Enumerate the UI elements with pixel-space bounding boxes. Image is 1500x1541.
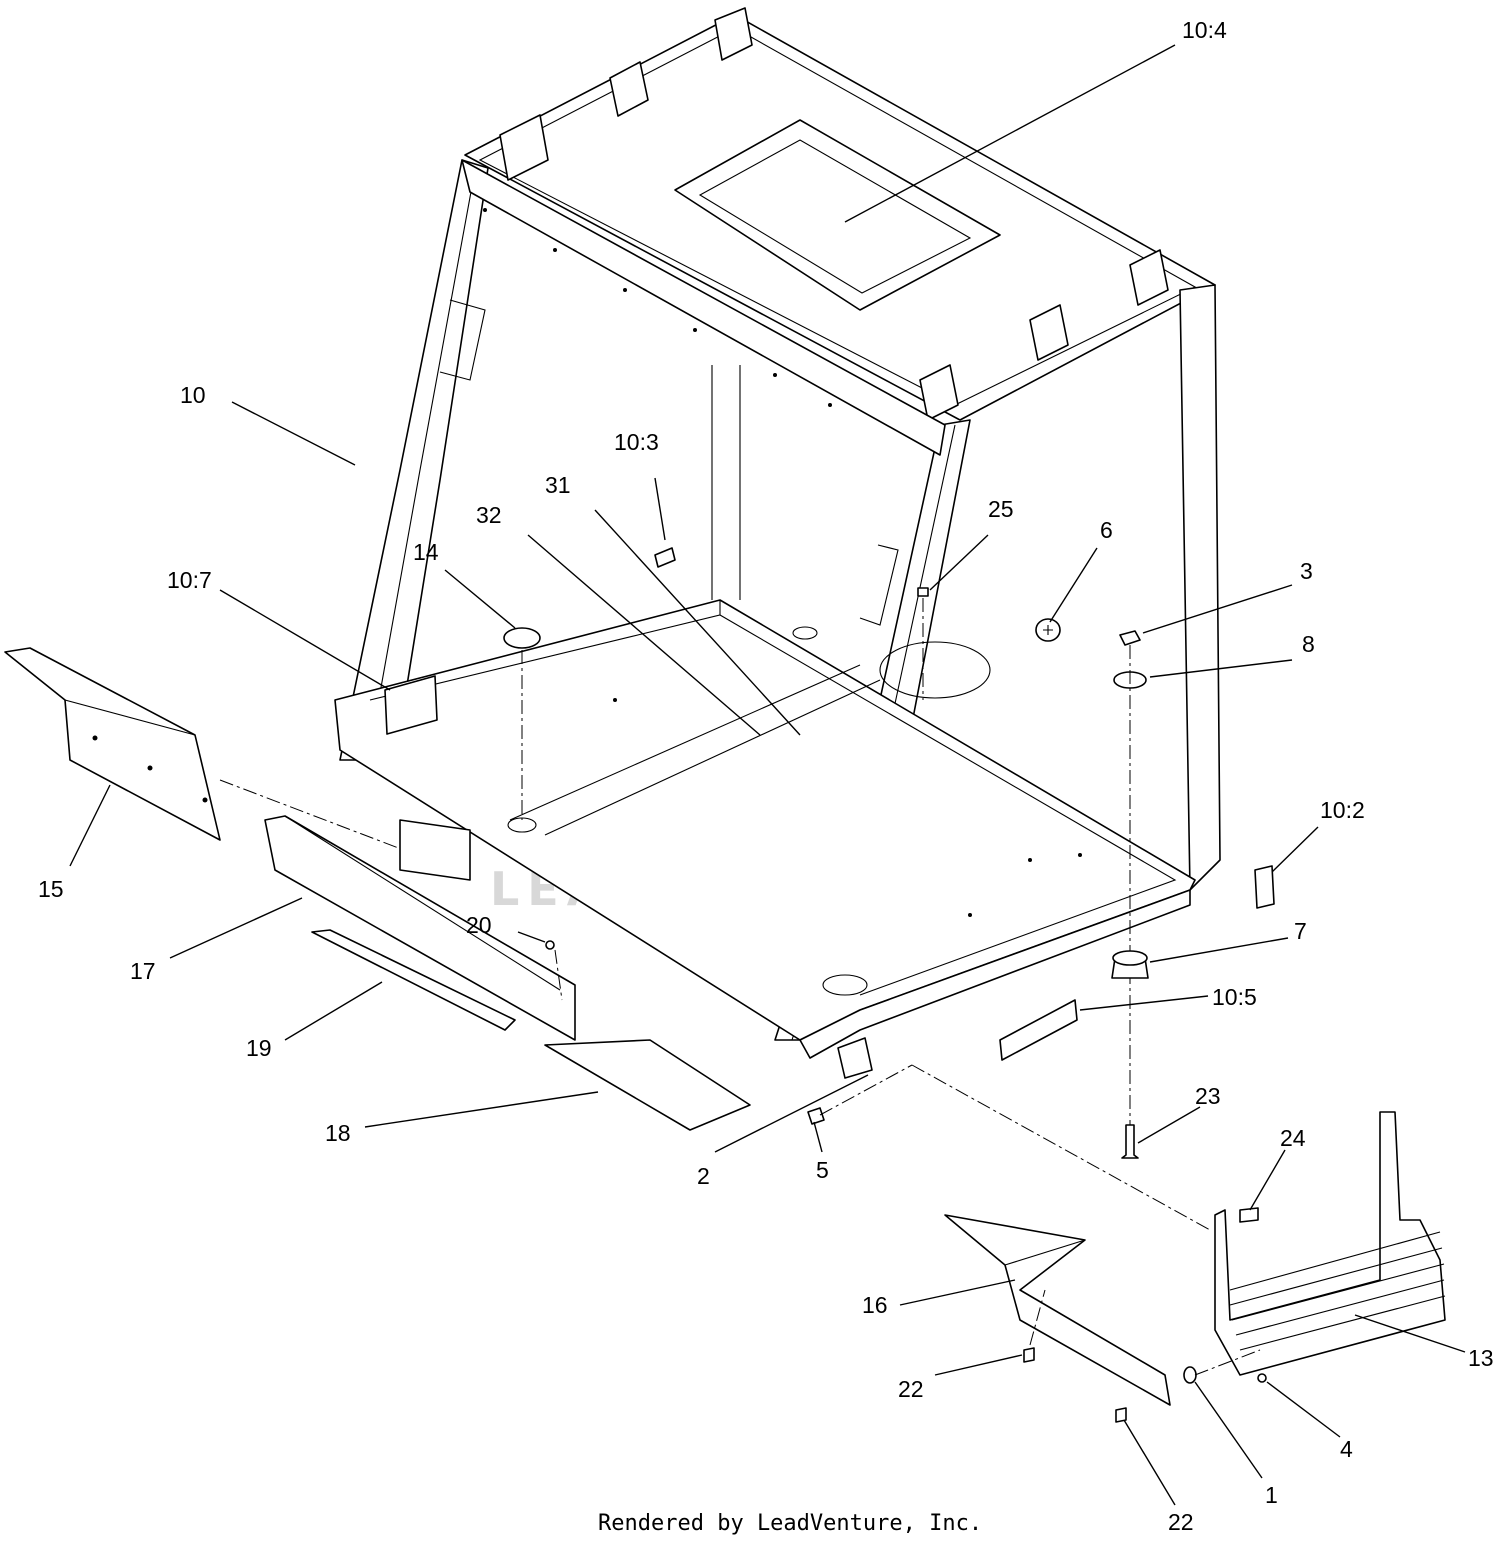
callout-31: 31 xyxy=(545,472,571,498)
callout-3: 3 xyxy=(1300,558,1313,584)
callout-25: 25 xyxy=(988,496,1014,522)
nut-3 xyxy=(1119,630,1141,646)
callout-14: 14 xyxy=(413,539,439,565)
screw-22-upper xyxy=(1023,1347,1035,1363)
callout-10-5: 10:5 xyxy=(1212,984,1257,1010)
callout-6: 6 xyxy=(1100,517,1113,543)
washer-1 xyxy=(1183,1366,1197,1384)
callout-10-4: 10:4 xyxy=(1182,17,1227,43)
bolt-24 xyxy=(1239,1207,1259,1223)
tray-17 xyxy=(264,815,576,1041)
step-13 xyxy=(1214,1111,1446,1376)
callout-20: 20 xyxy=(466,912,492,938)
nut-4 xyxy=(1257,1373,1267,1383)
decal-10-5 xyxy=(999,999,1078,1061)
callout-4: 4 xyxy=(1340,1436,1353,1462)
callout-19: 19 xyxy=(246,1035,272,1061)
plug-14 xyxy=(503,627,541,649)
leader-lines xyxy=(69,44,1466,1506)
footer-credit: Rendered by LeadVenture, Inc. xyxy=(598,1511,982,1536)
floor-plate-18 xyxy=(544,1039,751,1131)
side-panel-16 xyxy=(944,1214,1171,1406)
callout-2: 2 xyxy=(697,1163,710,1189)
callout-22-bottom: 22 xyxy=(1168,1509,1194,1535)
decal-10-3 xyxy=(654,547,676,568)
screw-20 xyxy=(545,940,555,950)
callout-18: 18 xyxy=(325,1120,351,1146)
callout-32: 32 xyxy=(476,502,502,528)
callout-10-2: 10:2 xyxy=(1320,797,1365,823)
bracket-19 xyxy=(311,929,516,1031)
callout-10-7: 10:7 xyxy=(167,567,212,593)
side-panel-15 xyxy=(4,647,431,861)
callout-22-left: 22 xyxy=(898,1376,924,1402)
clip-25 xyxy=(917,587,929,597)
screw-22-lower xyxy=(1115,1407,1127,1423)
nut-5 xyxy=(807,1107,825,1125)
callout-23: 23 xyxy=(1195,1083,1221,1109)
callout-1: 1 xyxy=(1265,1482,1278,1508)
callout-7: 7 xyxy=(1294,918,1307,944)
callout-8: 8 xyxy=(1302,631,1315,657)
callout-13: 13 xyxy=(1468,1345,1494,1371)
callout-labels: 10:4 10 10:3 31 32 25 6 3 14 10:7 8 10:2… xyxy=(38,17,1494,1535)
bolt-2 xyxy=(837,1037,873,1079)
callout-5: 5 xyxy=(816,1157,829,1183)
decal-10-2 xyxy=(1254,865,1275,909)
cab-frame xyxy=(334,7,1221,1059)
bolt-23 xyxy=(1121,1124,1139,1159)
decal-10-7 xyxy=(384,675,438,735)
callout-17: 17 xyxy=(130,958,156,984)
callout-10-3: 10:3 xyxy=(614,429,659,455)
callout-10: 10 xyxy=(180,382,206,408)
callout-16: 16 xyxy=(862,1292,888,1318)
callout-24: 24 xyxy=(1280,1125,1306,1151)
callout-15: 15 xyxy=(38,876,64,902)
